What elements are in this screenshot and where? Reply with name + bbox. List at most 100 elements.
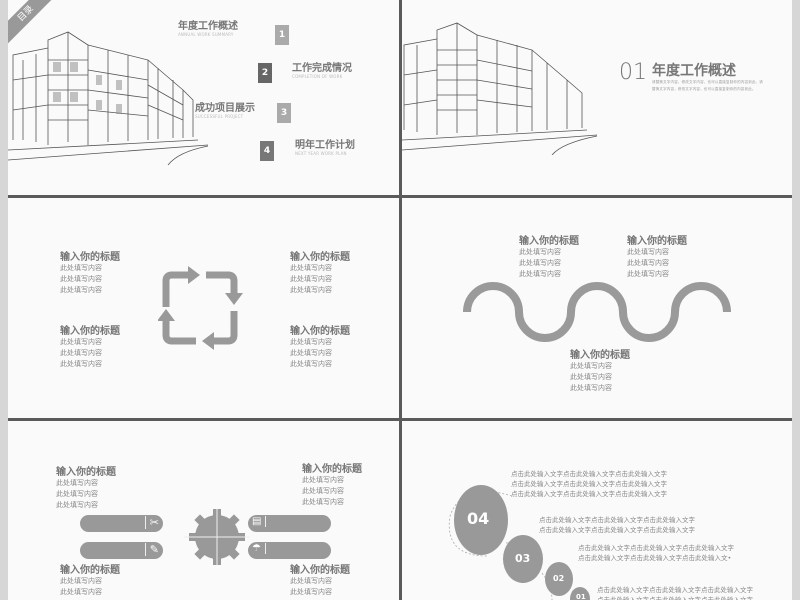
pencil-icon: ✎: [144, 543, 159, 556]
step-number: 03: [515, 552, 531, 565]
toc-item-3[interactable]: 成功项目展示 SUCCESSFUL PROJECT: [195, 99, 255, 119]
section-title: 年度工作概述: [652, 63, 736, 79]
block-title: 输入你的标题: [290, 326, 350, 337]
section-desc: 替换文字内容，修改文字内容，也可以直接复制你的内容到此。: [652, 87, 756, 91]
block-line: 此处填写内容: [290, 360, 332, 368]
block-line: 此处填写内容: [627, 259, 669, 267]
section-desc: 请替换文字内容，修改文字内容，也可以直接复制你的内容到此。请: [652, 80, 763, 84]
step-circle-02: [545, 562, 573, 596]
step-line: 点击此处输入文字点击此处输入文字点击此处输入文字: [511, 490, 667, 498]
step-line: 点击此处输入文字点击此处输入文字点击此处输入文字: [578, 544, 734, 552]
block-title: 输入你的标题: [570, 350, 630, 361]
left-edge: [0, 0, 8, 600]
text-block: 输入你的标题此处填写内容此处填写内容此处填写内容: [60, 248, 120, 296]
section-number: 01: [619, 60, 647, 85]
slide-thumbnail-2[interactable]: 01 年度工作概述 请替换文字内容，修改文字内容，也可以直接复制你的内容到此。请…: [402, 0, 792, 195]
step-line: 点击此处输入文字点击此处输入文字点击此处输入文字: [597, 596, 753, 600]
toc-item-2[interactable]: 工作完成情况 COMPLETION OF WORK: [292, 59, 352, 79]
block-line: 此处填写内容: [570, 362, 612, 370]
block-title: 输入你的标题: [290, 565, 350, 576]
block-line: 此处填写内容: [302, 487, 344, 495]
block-title: 输入你的标题: [302, 464, 362, 475]
toc-title: 成功项目展示: [195, 103, 255, 114]
block-line: 此处填写内容: [570, 384, 612, 392]
block-line: 此处填写内容: [60, 338, 102, 346]
text-block: 输入你的标题此处填写内容此处填写内容: [290, 561, 350, 598]
block-title: 输入你的标题: [60, 252, 120, 263]
text-block: 输入你的标题此处填写内容此处填写内容此处填写内容: [56, 463, 116, 511]
building-sketch: [402, 22, 598, 155]
step-number: 02: [553, 574, 565, 583]
block-line: 此处填写内容: [60, 360, 102, 368]
step-text-03: 点击此处输入文字点击此处输入文字点击此处输入文字点击此处输入文字点击此处输入文字…: [539, 515, 695, 535]
toc-title: 年度工作概述: [178, 21, 238, 32]
block-line: 此处填写内容: [519, 248, 561, 256]
step-line: 点击此处输入文字点击此处输入文字点击此处输入文•: [578, 554, 732, 562]
text-block: 输入你的标题此处填写内容此处填写内容此处填写内容: [302, 460, 362, 508]
wave-timeline: [463, 282, 731, 342]
block-line: 此处填写内容: [627, 270, 669, 278]
pill-bar: ▤: [248, 515, 331, 532]
text-block: 输入你的标题此处填写内容此处填写内容此处填写内容: [290, 322, 350, 370]
tools-icon: ✂: [144, 516, 159, 529]
slide-thumbnail-3[interactable]: 输入你的标题此处填写内容此处填写内容此处填写内容 输入你的标题此处填写内容此处填…: [8, 198, 399, 418]
block-title: 输入你的标题: [290, 252, 350, 263]
step-line: 点击此处输入文字点击此处输入文字点击此处输入文字: [511, 480, 667, 488]
block-line: 此处填写内容: [290, 264, 332, 272]
slide-thumbnail-1[interactable]: 目录 年度工作概述 ANNUAL WORK SUMMARY 1 2 工作完成情况…: [8, 0, 399, 195]
block-line: 此处填写内容: [290, 286, 332, 294]
step-line: 点击此处输入文字点击此处输入文字点击此处输入文字: [539, 516, 695, 524]
step-number: 04: [467, 509, 490, 528]
step-circle-04: [454, 485, 508, 555]
step-text-04: 点击此处输入文字点击此处输入文字点击此处输入文字点击此处输入文字点击此处输入文字…: [511, 469, 667, 499]
block-line: 此处填写内容: [290, 349, 332, 357]
pill-bar: ✎: [80, 542, 163, 559]
toc-number-badge: 2: [258, 63, 272, 83]
step-circle-01: [570, 587, 590, 600]
block-line: 此处填写内容: [302, 498, 344, 506]
block-line: 此处填写内容: [60, 577, 102, 585]
block-line: 此处填写内容: [56, 501, 98, 509]
step-circle-03: [503, 535, 543, 583]
block-title: 输入你的标题: [56, 467, 116, 478]
block-line: 此处填写内容: [290, 588, 332, 596]
block-line: 此处填写内容: [570, 373, 612, 381]
umbrella-icon: ☂: [252, 543, 266, 554]
cycle-arrows-icon: [158, 266, 243, 350]
toc-subtitle: ANNUAL WORK SUMMARY: [178, 32, 234, 37]
block-title: 输入你的标题: [627, 236, 687, 247]
step-circles: [448, 485, 590, 600]
block-title: 输入你的标题: [60, 326, 120, 337]
block-line: 此处填写内容: [60, 349, 102, 357]
step-text-01: 点击此处输入文字点击此处输入文字点击此处输入文字点击此处输入文字点击此处输入文字…: [597, 585, 753, 600]
block-title: 输入你的标题: [519, 236, 579, 247]
block-line: 此处填写内容: [60, 264, 102, 272]
slide-thumbnail-5[interactable]: 输入你的标题此处填写内容此处填写内容此处填写内容 输入你的标题此处填写内容此处填…: [8, 421, 399, 600]
text-block: 输入你的标题此处填写内容此处填写内容此处填写内容: [290, 248, 350, 296]
block-line: 此处填写内容: [56, 479, 98, 487]
block-line: 此处填写内容: [60, 286, 102, 294]
toc-number-badge: 4: [260, 141, 274, 161]
toc-item-1[interactable]: 年度工作概述 ANNUAL WORK SUMMARY: [178, 17, 238, 37]
step-text-02: 点击此处输入文字点击此处输入文字点击此处输入文字点击此处输入文字点击此处输入文字…: [578, 543, 734, 563]
toc-number-badge: 3: [277, 103, 291, 123]
step-number: 01: [576, 593, 586, 600]
block-line: 此处填写内容: [290, 577, 332, 585]
slide-thumbnail-6[interactable]: 04 03 02 01 点击此处输入文字点击此处输入文字点击此处输入文字点击此处…: [402, 421, 792, 600]
block-line: 此处填写内容: [519, 270, 561, 278]
block-line: 此处填写内容: [290, 275, 332, 283]
scrollbar-track[interactable]: [792, 0, 800, 600]
slide-thumbnail-4[interactable]: 输入你的标题此处填写内容此处填写内容此处填写内容 输入你的标题此处填写内容此处填…: [402, 198, 792, 418]
gear-icon: [184, 509, 250, 565]
text-block: 输入你的标题此处填写内容此处填写内容此处填写内容: [570, 346, 630, 394]
block-line: 此处填写内容: [290, 338, 332, 346]
toc-item-4[interactable]: 明年工作计划 NEXT YEAR WORK PLAN: [295, 136, 355, 156]
step-line: 点击此处输入文字点击此处输入文字点击此处输入文字: [539, 526, 695, 534]
text-block: 输入你的标题此处填写内容此处填写内容此处填写内容: [519, 232, 579, 280]
text-block: 输入你的标题此处填写内容此处填写内容: [60, 561, 120, 598]
toc-subtitle: COMPLETION OF WORK: [292, 74, 343, 79]
block-line: 此处填写内容: [56, 490, 98, 498]
text-block: 输入你的标题此处填写内容此处填写内容此处填写内容: [627, 232, 687, 280]
step-line: 点击此处输入文字点击此处输入文字点击此处输入文字: [597, 586, 753, 594]
block-line: 此处填写内容: [60, 588, 102, 596]
